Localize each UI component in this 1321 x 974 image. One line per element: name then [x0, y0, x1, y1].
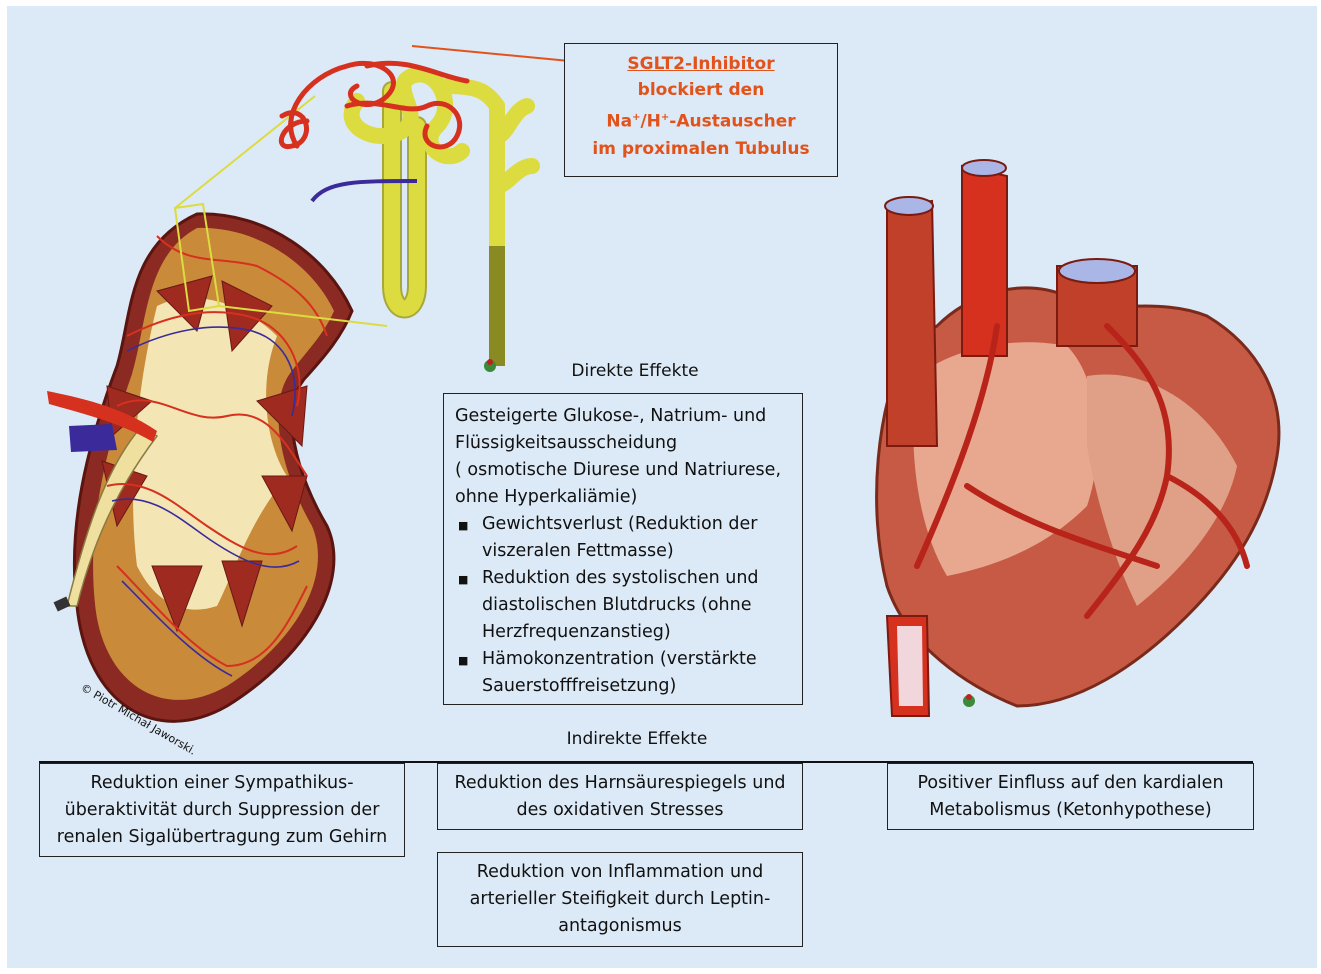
- sglt2-callout-box: SGLT2-Inhibitor blockiert den Na+/H+-Aus…: [564, 43, 838, 177]
- direct-intro-line: Flüssigkeitsausscheidung: [455, 430, 802, 457]
- direct-bullet-text: Gewichtsverlust (Reduktion der viszerale…: [482, 511, 757, 565]
- indirect-effects-heading: Indirekte Effekte: [497, 729, 777, 749]
- sglt2-line-1: blockiert den: [565, 77, 837, 104]
- direct-effects-heading: Direkte Effekte: [495, 361, 775, 381]
- direct-intro-line: ( osmotische Diurese und Natriurese,: [455, 457, 802, 484]
- sglt2-h-text: /H: [640, 112, 660, 132]
- direct-bullet-item: ■ Gewichtsverlust (Reduktion der viszera…: [455, 511, 802, 565]
- indirect-box-line: antagonismus: [438, 913, 802, 940]
- square-bullet-icon: ■: [455, 565, 482, 646]
- sglt2-line-2: Na+/H+-Austauscher: [565, 104, 837, 136]
- indirect-box-line: überaktivität durch Suppression der: [40, 797, 404, 824]
- wikimedia-logo: [963, 694, 975, 707]
- indirect-box-line: arterieller Steifigkeit durch Leptin-: [438, 886, 802, 913]
- sglt2-line-3: im proximalen Tubulus: [565, 136, 837, 163]
- direct-bullet-text: Reduktion des systolischen und diastolis…: [482, 565, 759, 646]
- indirect-box-line: Reduktion von Inflammation und: [438, 859, 802, 886]
- direct-intro-line: ohne Hyperkaliämie): [455, 484, 802, 511]
- direct-bullet-item: ■ Hämokonzentration (verstärkte Sauersto…: [455, 646, 802, 700]
- indirect-box-line: renalen Sigalübertragung zum Gehirn: [40, 824, 404, 851]
- heart-illustration: [847, 146, 1307, 726]
- indirect-box-line: Reduktion einer Sympathikus-: [40, 770, 404, 797]
- square-bullet-icon: ■: [455, 646, 482, 700]
- direct-effects-box: Gesteigerte Glukose-, Natrium- und Flüss…: [443, 393, 803, 705]
- sglt2-title: SGLT2-Inhibitor: [565, 51, 837, 77]
- indirect-effect-box-uric-acid: Reduktion des Harnsäurespiegels und des …: [437, 763, 803, 830]
- indirect-box-line: Reduktion des Harnsäurespiegels und: [438, 770, 802, 797]
- indirect-effect-box-sympathetic: Reduktion einer Sympathikus- überaktivit…: [39, 763, 405, 857]
- indirect-box-line: Positiver Einfluss auf den kardialen: [888, 770, 1253, 797]
- indirect-box-line: des oxidativen Stresses: [438, 797, 802, 824]
- indirect-effect-box-cardiac-metabolism: Positiver Einfluss auf den kardialen Met…: [887, 763, 1254, 830]
- indirect-box-line: Metabolismus (Ketonhypothese): [888, 797, 1253, 824]
- direct-intro-line: Gesteigerte Glukose-, Natrium- und: [455, 403, 802, 430]
- sglt2-na-text: Na: [606, 112, 632, 132]
- indirect-effect-box-inflammation: Reduktion von Inflammation und arteriell…: [437, 852, 803, 947]
- sglt2-exchanger-text: -Austauscher: [669, 112, 795, 132]
- diagram-canvas: SGLT2-Inhibitor blockiert den Na+/H+-Aus…: [7, 6, 1317, 968]
- square-bullet-icon: ■: [455, 511, 482, 565]
- direct-bullet-item: ■ Reduktion des systolischen und diastol…: [455, 565, 802, 646]
- direct-bullet-text: Hämokonzentration (verstärkte Sauerstoff…: [482, 646, 757, 700]
